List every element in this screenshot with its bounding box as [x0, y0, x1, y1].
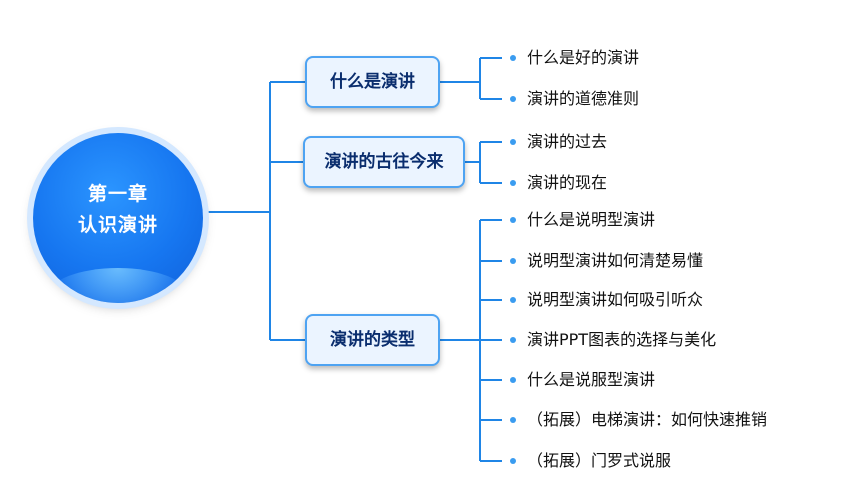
root-glow — [48, 268, 188, 303]
leaf-label: 演讲PPT图表的选择与美化 — [527, 330, 717, 349]
leaf-label: 说明型演讲如何清楚易懂 — [527, 251, 704, 270]
leaf-item[interactable]: （拓展）门罗式说服 — [510, 448, 671, 474]
leaf-label: 演讲的道德准则 — [527, 89, 640, 108]
leaf-item[interactable]: 什么是说服型演讲 — [510, 367, 655, 393]
bullet-dot-icon — [510, 54, 516, 61]
leaf-label: 什么是好的演讲 — [527, 48, 640, 67]
leaf-label: （拓展）电梯演讲：如何快速推销 — [527, 410, 768, 429]
bullet-dot-icon — [510, 257, 516, 264]
bullet-dot-icon — [510, 216, 516, 223]
bullet-dot-icon — [510, 457, 516, 464]
bullet-dot-icon — [510, 95, 516, 102]
bullet-dot-icon — [510, 416, 516, 423]
leaf-item[interactable]: 演讲的道德准则 — [510, 86, 639, 112]
leaf-label: 说明型演讲如何吸引听众 — [527, 290, 704, 309]
leaf-label: （拓展）门罗式说服 — [527, 451, 672, 470]
leaf-item[interactable]: 演讲PPT图表的选择与美化 — [510, 327, 716, 353]
branch-node-what-is-speech[interactable]: 什么是演讲 — [305, 56, 440, 108]
bullet-dot-icon — [510, 336, 516, 343]
leaf-label: 什么是说服型演讲 — [527, 370, 656, 389]
leaf-item[interactable]: 什么是说明型演讲 — [510, 207, 655, 233]
bullet-dot-icon — [510, 179, 516, 186]
leaf-label: 什么是说明型演讲 — [527, 210, 656, 229]
leaf-label: 演讲的现在 — [527, 173, 608, 192]
bullet-dot-icon — [510, 138, 516, 145]
bullet-dot-icon — [510, 376, 516, 383]
leaf-item[interactable]: 演讲的过去 — [510, 129, 607, 155]
leaf-item[interactable]: 说明型演讲如何吸引听众 — [510, 287, 703, 313]
leaf-item[interactable]: （拓展）电梯演讲：如何快速推销 — [510, 407, 767, 433]
root-title-line2: 认识演讲 — [77, 214, 158, 236]
branch-node-speech-types[interactable]: 演讲的类型 — [305, 314, 440, 366]
leaf-item[interactable]: 说明型演讲如何清楚易懂 — [510, 248, 703, 274]
leaf-item[interactable]: 演讲的现在 — [510, 170, 607, 196]
leaf-label: 演讲的过去 — [527, 132, 608, 151]
root-node[interactable]: 第一章 认识演讲 — [33, 133, 203, 303]
branch-node-speech-history[interactable]: 演讲的古往今来 — [303, 136, 465, 188]
bullet-dot-icon — [510, 296, 516, 303]
leaf-item[interactable]: 什么是好的演讲 — [510, 45, 639, 71]
root-title-line1: 第一章 — [87, 183, 148, 205]
